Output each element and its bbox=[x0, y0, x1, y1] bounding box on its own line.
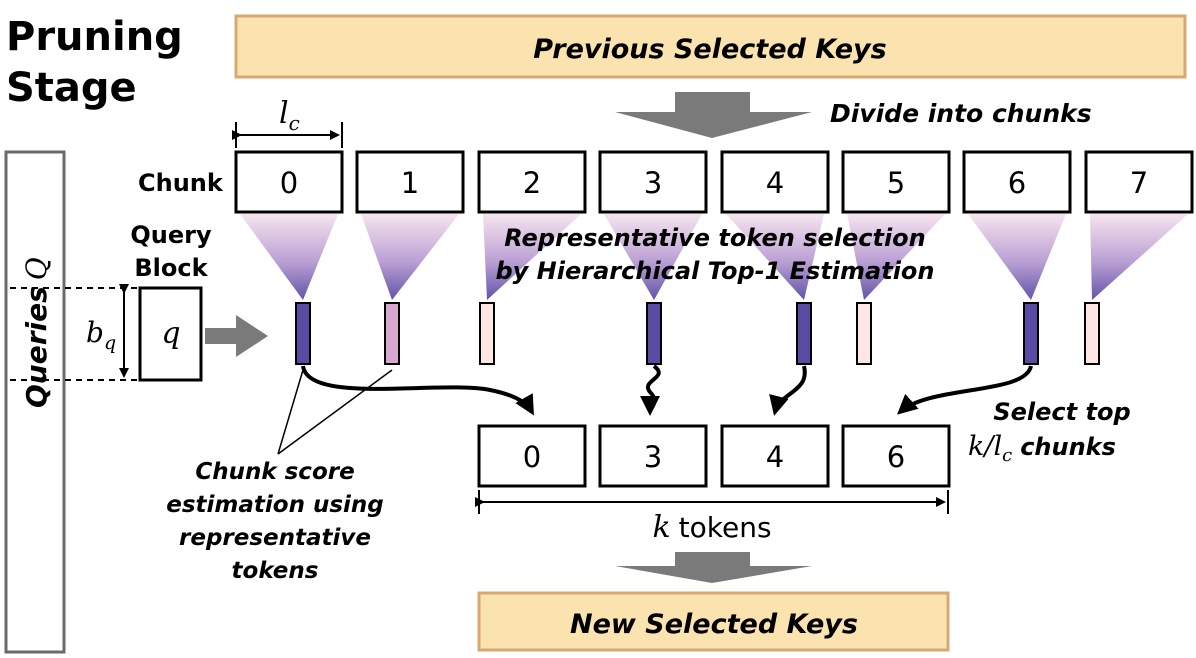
fan-2 bbox=[483, 214, 581, 300]
new-keys-bar bbox=[477, 591, 950, 652]
representative-token-5 bbox=[856, 302, 872, 365]
chunk-label-7: 7 bbox=[1130, 166, 1148, 200]
representative-fans bbox=[240, 214, 1188, 300]
chunk-box-1 bbox=[355, 150, 465, 214]
fan-1 bbox=[361, 214, 459, 300]
selected-chunk-label-0: 0 bbox=[523, 440, 541, 474]
representative-token-0 bbox=[295, 302, 311, 365]
query-block bbox=[138, 286, 203, 382]
selected-chunk-box-2 bbox=[720, 424, 830, 488]
selection-arrows bbox=[301, 364, 1033, 416]
selected-chunk-label-3: 6 bbox=[887, 440, 905, 474]
queries-bar bbox=[4, 150, 66, 654]
chunk-box-4 bbox=[720, 150, 830, 214]
arrow-chunk4 bbox=[769, 365, 807, 416]
k-tokens-dimension bbox=[475, 490, 949, 514]
chunk-label-2: 2 bbox=[523, 166, 541, 200]
query-symbol: q bbox=[161, 316, 180, 351]
chunk-box-6 bbox=[962, 150, 1072, 214]
stage-title-line2: Stage bbox=[6, 65, 137, 111]
score-pointer-2 bbox=[277, 369, 393, 455]
arrow-chunk6 bbox=[897, 365, 1033, 415]
arrow-chunk0 bbox=[301, 365, 534, 416]
selected-chunk-box-3 bbox=[841, 424, 951, 488]
chunk-label-6: 6 bbox=[1008, 166, 1026, 200]
fan-5 bbox=[847, 214, 945, 300]
fan-0 bbox=[240, 214, 338, 300]
selected-chunk-label-1: 3 bbox=[644, 440, 662, 474]
previous-keys-bar bbox=[234, 14, 1187, 79]
representative-token-6 bbox=[1023, 302, 1039, 365]
chunk-box-3 bbox=[598, 150, 708, 214]
chunk-box-7 bbox=[1084, 150, 1194, 214]
divide-arrow bbox=[615, 92, 812, 138]
selected-chunk-label-2: 4 bbox=[766, 440, 784, 474]
chunk-width-label: lc bbox=[279, 96, 300, 135]
select-label-line1: Select top bbox=[993, 398, 1130, 426]
chunk-row-label: Chunk bbox=[138, 169, 224, 197]
query-block-label-line2: Block bbox=[134, 254, 208, 282]
fan-3 bbox=[604, 214, 702, 300]
query-arrow bbox=[205, 315, 268, 357]
chunk-boxes: 0 1 2 3 4 5 6 7 bbox=[234, 150, 1194, 214]
arrow-chunk3 bbox=[640, 364, 661, 416]
chunk-label-5: 5 bbox=[887, 166, 905, 200]
representative-token-2 bbox=[479, 302, 495, 365]
rep-selection-line1: Representative token selection bbox=[504, 224, 926, 252]
rep-selection-line2: by Hierarchical Top-1 Estimation bbox=[496, 257, 935, 285]
fan-6 bbox=[968, 214, 1066, 300]
selected-chunk-box-1 bbox=[598, 424, 708, 488]
score-label-line4: tokens bbox=[232, 558, 319, 584]
selected-chunk-box-0 bbox=[477, 424, 587, 488]
chunk-box-5 bbox=[841, 150, 951, 214]
chunk-label-1: 1 bbox=[401, 166, 419, 200]
fan-7 bbox=[1090, 214, 1188, 300]
score-pointer-1 bbox=[277, 369, 304, 455]
queries-label: QueriesQ bbox=[20, 257, 53, 408]
chunk-label-0: 0 bbox=[280, 166, 298, 200]
query-block-label-line1: Query bbox=[130, 221, 212, 249]
previous-keys-label: Previous Selected Keys bbox=[533, 34, 886, 65]
score-label-line2: estimation using bbox=[166, 492, 384, 518]
score-label-line1: Chunk score bbox=[195, 459, 354, 485]
representative-token-3 bbox=[646, 302, 662, 365]
chunk-label-4: 4 bbox=[766, 166, 784, 200]
chunk-box-2 bbox=[477, 150, 587, 214]
chunk-box-0 bbox=[234, 150, 344, 214]
new-keys-arrow bbox=[615, 552, 812, 583]
fan-4 bbox=[726, 214, 824, 300]
score-label-line3: representative bbox=[179, 525, 371, 551]
chunk-label-3: 3 bbox=[644, 166, 662, 200]
chunk-width-dimension bbox=[232, 122, 343, 148]
selected-chunk-boxes: 0 3 4 6 bbox=[477, 424, 951, 488]
representative-token-1 bbox=[384, 302, 400, 365]
representative-token-7 bbox=[1084, 302, 1100, 365]
block-size-label: bq bbox=[86, 316, 116, 354]
new-keys-label: New Selected Keys bbox=[570, 609, 858, 640]
representative-tokens bbox=[295, 302, 1100, 365]
stage-title-line1: Pruning bbox=[6, 14, 183, 60]
representative-token-4 bbox=[796, 302, 812, 365]
divide-label: Divide into chunks bbox=[830, 99, 1092, 128]
